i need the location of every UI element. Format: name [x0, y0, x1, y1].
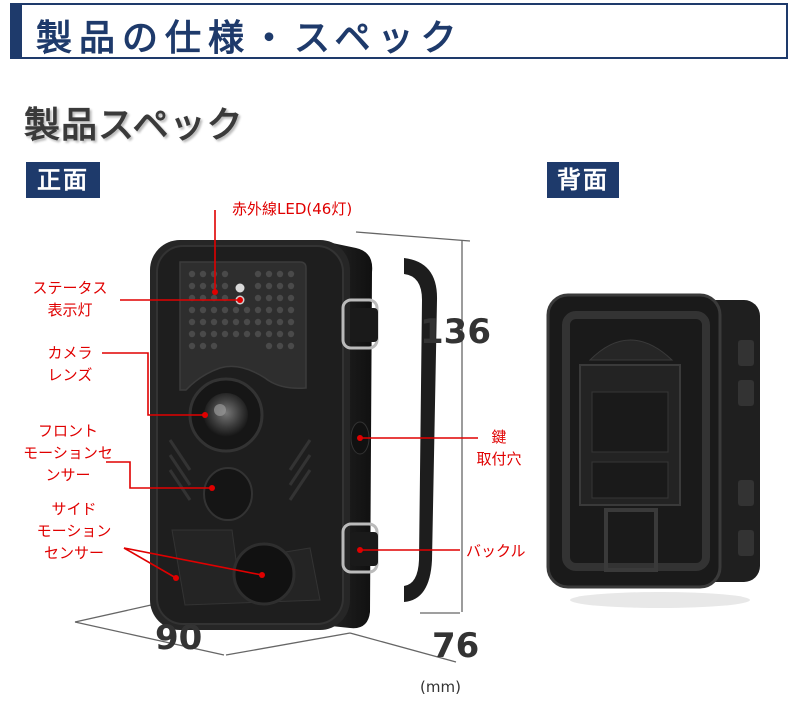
callout-camera-lens: カメラ レンズ: [38, 342, 102, 386]
front-camera-body: [150, 240, 438, 630]
dimension-depth: 76: [432, 626, 480, 666]
callout-buckle: バックル: [466, 542, 526, 560]
front-view-tag: 正面: [26, 162, 100, 198]
callout-camera-lens-line2: レンズ: [47, 366, 93, 384]
dimension-unit: (mm): [420, 678, 461, 696]
callout-side-sensor-line1: サイド: [51, 500, 97, 518]
callout-camera-lens-line1: カメラ: [47, 344, 93, 362]
front-sensor-icon: [203, 467, 253, 521]
header-banner: 製品の仕様・スペック: [10, 3, 788, 59]
section-title: 製品スペック: [24, 105, 244, 146]
back-camera-body: [546, 293, 760, 608]
callout-side-sensor: サイド モーション センサー: [24, 498, 124, 564]
status-lamp-icon: [235, 283, 245, 293]
back-view-tag: 背面: [547, 162, 619, 198]
banner-title: 製品の仕様・スペック: [36, 18, 464, 59]
callout-side-sensor-line3: センサー: [43, 544, 104, 562]
callout-lock-hole-line1: 鍵: [491, 428, 507, 446]
callout-front-sensor-line1: フロント: [37, 422, 98, 440]
callout-infrared-led: 赤外線LED(46灯): [232, 200, 353, 218]
callout-status-lamp-line2: 表示灯: [47, 301, 93, 319]
dimension-width: 90: [155, 618, 203, 658]
callout-side-sensor-line2: モーション: [36, 522, 112, 540]
callout-status-lamp-line1: ステータス: [32, 279, 108, 297]
dimension-height: 136: [420, 312, 491, 352]
led-grid: [188, 270, 295, 350]
callout-lock-hole: 鍵 取付穴: [474, 426, 524, 470]
callout-lock-hole-line2: 取付穴: [476, 450, 522, 468]
callout-status-lamp: ステータス 表示灯: [28, 277, 112, 321]
dimension-lines: [74, 231, 471, 663]
callout-front-sensor: フロント モーションセンサー: [18, 420, 118, 486]
callout-front-sensor-line2: モーションセンサー: [23, 444, 113, 484]
callout-lines: [102, 210, 478, 579]
